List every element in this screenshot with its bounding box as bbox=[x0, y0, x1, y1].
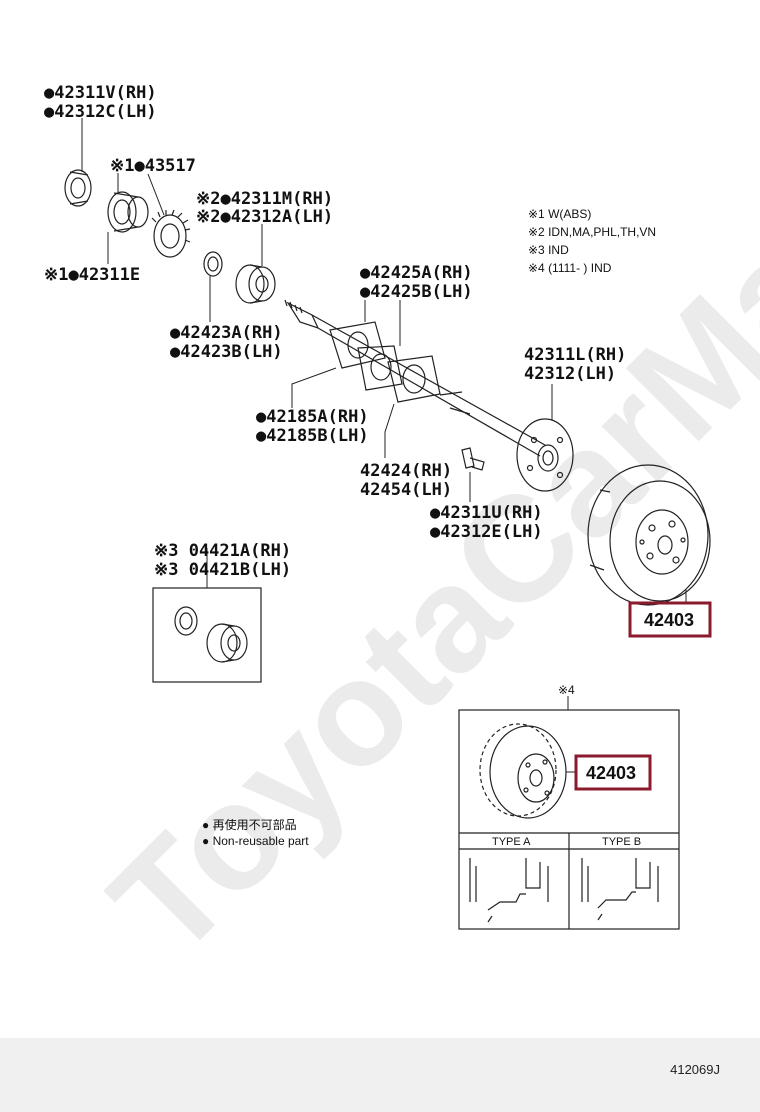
highlight-part-42403-main[interactable]: 42403 bbox=[644, 610, 694, 630]
part-label-42311V: ●42311V(RH) bbox=[44, 83, 157, 103]
brake-drum-illustration bbox=[587, 464, 711, 606]
part-label-04421B: ※3 04421B(LH) bbox=[154, 560, 291, 580]
retainer-plate-illustration bbox=[329, 321, 441, 403]
note-2: ※2 IDN,MA,PHL,TH,VN bbox=[528, 225, 656, 239]
part-label-42423A: ●42423A(RH) bbox=[170, 323, 283, 343]
part-label-42185B: ●42185B(LH) bbox=[256, 426, 369, 446]
legend-non-reusable-ja: ● 再使用不可部品 bbox=[202, 817, 297, 832]
type-b-label: TYPE B bbox=[602, 836, 641, 848]
part-label-42312: 42312(LH) bbox=[524, 364, 616, 384]
hub-bolt-illustration bbox=[461, 447, 485, 471]
part-label-42425A: ●42425A(RH) bbox=[360, 263, 473, 283]
bearing-kit-frame bbox=[152, 587, 262, 683]
note-3: ※3 IND bbox=[528, 243, 569, 257]
part-label-42312C: ●42312C(LH) bbox=[44, 102, 157, 122]
inset-marker: ※4 bbox=[558, 683, 575, 697]
part-label-42311U: ●42311U(RH) bbox=[430, 503, 543, 523]
axle-shaft-illustration bbox=[284, 299, 546, 457]
leader-lines bbox=[81, 118, 687, 773]
part-label-42311E: ※1●42311E bbox=[44, 265, 140, 285]
axle-flange-illustration bbox=[516, 418, 574, 492]
type-a-label: TYPE A bbox=[492, 836, 531, 848]
bearing-kit-illustration bbox=[174, 606, 248, 663]
sensor-rotor-illustration bbox=[151, 209, 191, 258]
highlight-box-inset[interactable] bbox=[574, 754, 652, 791]
part-label-42311M: ※2●42311M(RH) bbox=[196, 189, 333, 209]
inner-bearing-illustration bbox=[203, 251, 276, 304]
note-1: ※1 W(ABS) bbox=[528, 207, 591, 221]
part-label-42423B: ●42423B(LH) bbox=[170, 342, 283, 362]
type-a-profile-illustration bbox=[469, 858, 549, 923]
footer-bar: 412069J bbox=[0, 1038, 760, 1112]
illustration-code: 412069J bbox=[670, 1062, 720, 1077]
part-label-42424: 42424(RH) bbox=[360, 461, 452, 481]
highlight-box-main[interactable] bbox=[628, 601, 712, 638]
part-label-04421A: ※3 04421A(RH) bbox=[154, 541, 291, 561]
part-label-42311L: 42311L(RH) bbox=[524, 345, 626, 365]
highlight-part-42403-inset[interactable]: 42403 bbox=[586, 763, 636, 783]
inset-brake-drum-illustration bbox=[479, 723, 567, 819]
part-label-42454: 42454(LH) bbox=[360, 480, 452, 500]
part-label-42312E: ●42312E(LH) bbox=[430, 522, 543, 542]
legend-non-reusable-en: ● Non-reusable part bbox=[202, 834, 309, 848]
part-label-42185A: ●42185A(RH) bbox=[256, 407, 369, 427]
oil-seal-illustration bbox=[64, 169, 92, 207]
bearing-illustration bbox=[107, 191, 149, 233]
part-label-42425B: ●42425B(LH) bbox=[360, 282, 473, 302]
part-label-42312A: ※2●42312A(LH) bbox=[196, 207, 333, 227]
part-label-43517: ※1●43517 bbox=[110, 156, 196, 176]
type-b-profile-illustration bbox=[581, 858, 659, 921]
note-4: ※4 (1111- ) IND bbox=[528, 261, 612, 275]
